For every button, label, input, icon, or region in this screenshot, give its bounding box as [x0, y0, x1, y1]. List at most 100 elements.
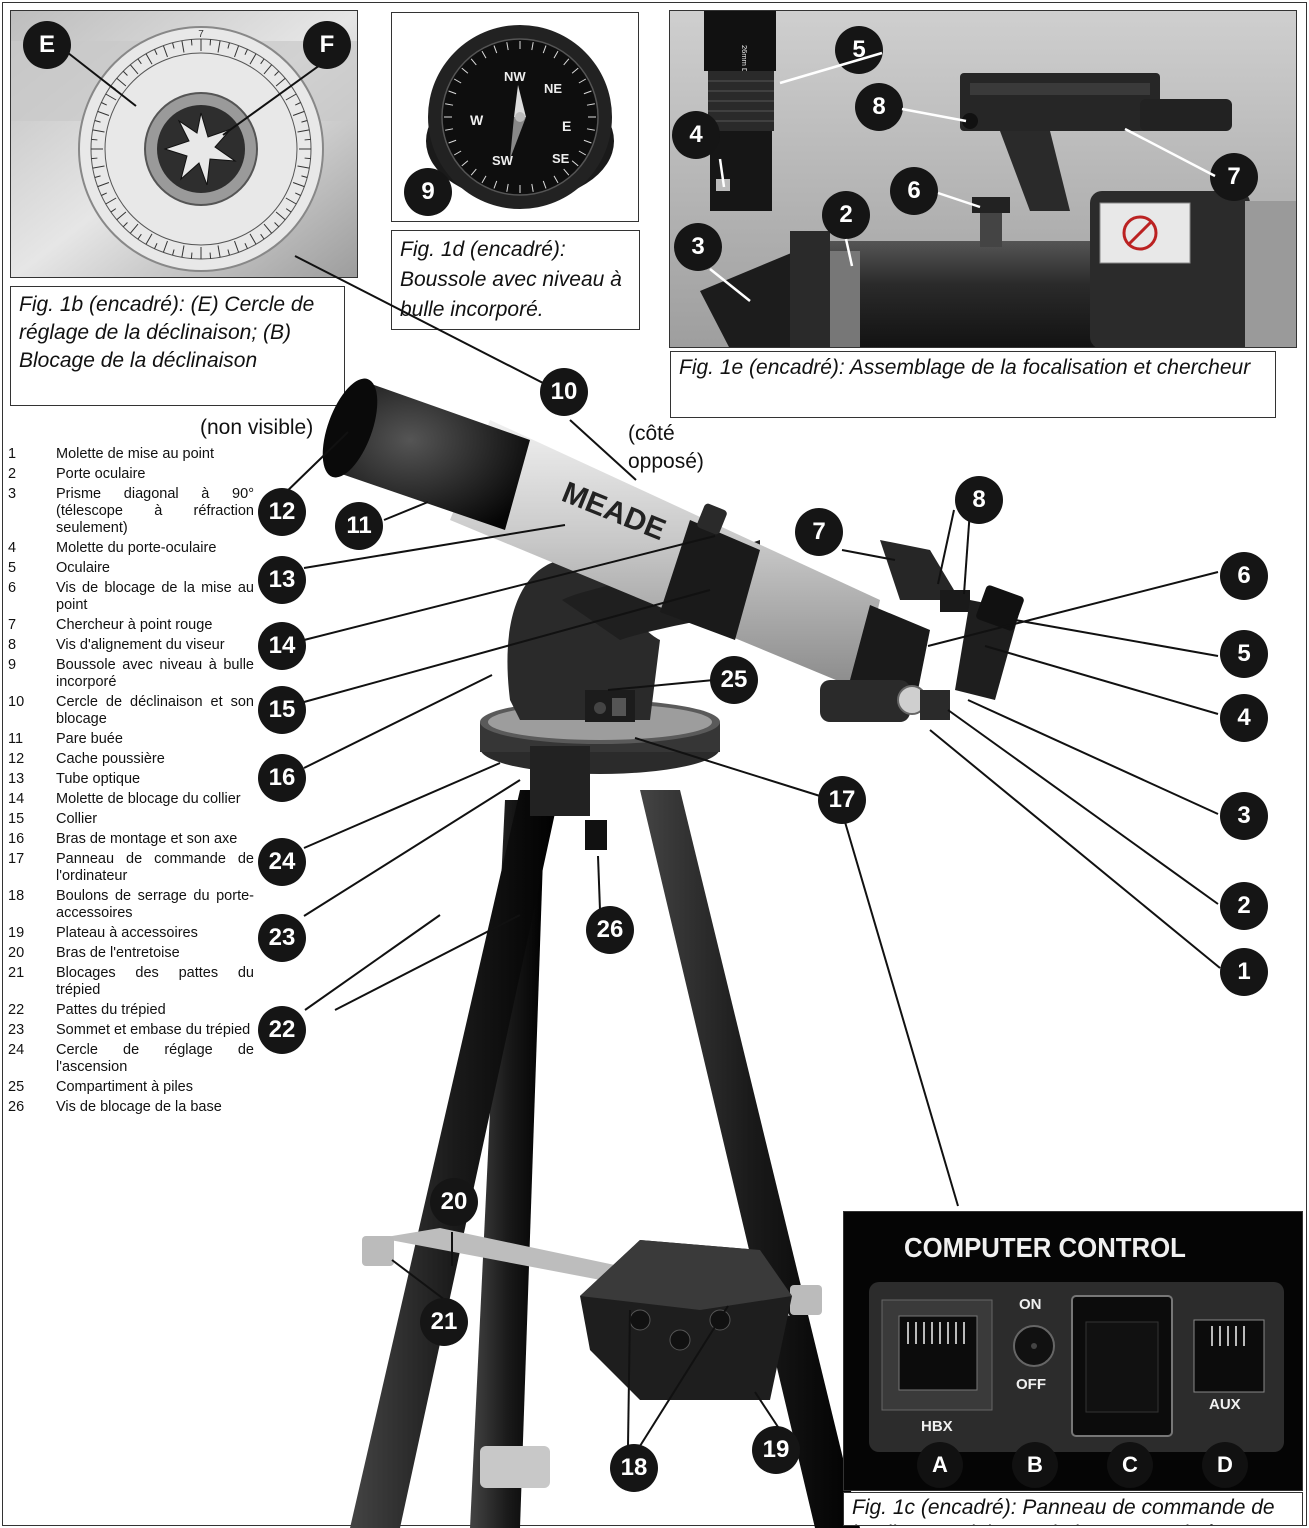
callout-7-inset: 7 [1210, 153, 1258, 201]
legend-text: Blocages des pattes du trépied [56, 965, 254, 998]
legend-number: 12 [8, 751, 25, 767]
callout-6: 6 [1220, 552, 1268, 600]
legend-number: 18 [8, 888, 25, 904]
legend-number: 17 [8, 851, 25, 867]
callout-1: 1 [1220, 948, 1268, 996]
legend-number: 24 [8, 1042, 25, 1058]
legend-text: Sommet et embase du trépied [56, 1022, 251, 1038]
legend-text: Panneau de commande de l'ordinateur [56, 851, 254, 884]
callout-11: 11 [335, 502, 383, 550]
callout-14: 14 [258, 622, 306, 670]
legend-number: 20 [8, 945, 25, 961]
legend-item: 26 Vis de blocage de la base [8, 1099, 254, 1116]
svg-text:NW: NW [504, 69, 526, 84]
legend-number: 23 [8, 1022, 25, 1038]
legend-number: 22 [8, 1002, 25, 1018]
legend-text: Cache poussière [56, 751, 165, 767]
switch-on-label: ON [1019, 1296, 1042, 1313]
legend-item: 22 Pattes du trépied [8, 1002, 254, 1019]
callout-5-inset: 5 [835, 26, 883, 74]
legend-number: 2 [8, 466, 17, 482]
callout-9: 9 [404, 168, 452, 216]
legend-text: Porte oculaire [56, 466, 146, 482]
legend-number: 13 [8, 771, 25, 787]
legend-number: 5 [8, 560, 17, 576]
legend-item: 5 Oculaire [8, 560, 254, 577]
panel-title: COMPUTER CONTROL [904, 1232, 1186, 1263]
panel-letter-a: A [917, 1442, 963, 1488]
fig1d-photo: NW NE W E SW SE 9 [391, 12, 639, 222]
svg-text:SW: SW [492, 153, 514, 168]
legend-text: Molette de blocage du collier [56, 791, 241, 807]
legend-text: Chercheur à point rouge [56, 617, 213, 633]
legend-item: 12 Cache poussière [8, 751, 254, 768]
legend-number: 11 [8, 731, 24, 747]
legend-text: Cercle de réglage de l'ascension [56, 1042, 254, 1075]
callout-3-inset: 3 [674, 223, 722, 271]
fig1b-caption: Fig. 1b (encadré): (E) Cercle de réglage… [10, 286, 345, 406]
callout-18: 18 [610, 1444, 658, 1492]
legend-number: 8 [8, 637, 17, 653]
legend-number: 14 [8, 791, 25, 807]
callout-17: 17 [818, 776, 866, 824]
callout-15: 15 [258, 686, 306, 734]
callout-5: 5 [1220, 630, 1268, 678]
legend-number: 26 [8, 1099, 25, 1115]
legend-text: Molette de mise au point [56, 446, 214, 462]
callout-24: 24 [258, 838, 306, 886]
legend-item: 2 Porte oculaire [8, 466, 254, 483]
legend-text: Boussole avec niveau à bulle incorporé [56, 657, 254, 690]
legend-text: Pattes du trépied [56, 1002, 166, 1018]
fig1b-label-f: F [303, 21, 351, 69]
legend-text: Bras de montage et son axe [56, 831, 238, 847]
callout-8-inset: 8 [855, 83, 903, 131]
legend-text: Boulons de serrage du porte-accessoires [56, 888, 254, 921]
callout-2: 2 [1220, 882, 1268, 930]
callout-26: 26 [586, 906, 634, 954]
legend-text: Compartiment à piles [56, 1079, 193, 1095]
port-aux-label: AUX [1209, 1396, 1241, 1413]
callout-13: 13 [258, 556, 306, 604]
callout-4: 4 [1220, 694, 1268, 742]
svg-text:NE: NE [544, 81, 562, 96]
callout-22: 22 [258, 1006, 306, 1054]
legend-number: 1 [8, 446, 17, 462]
legend-item: 9 Boussole avec niveau à bulle incorporé [8, 657, 254, 691]
note-opposite-side-1: (côté [628, 422, 675, 445]
legend-text: Vis de blocage de la base [56, 1099, 222, 1115]
legend-text: Pare buée [56, 731, 123, 747]
panel-letter-c: C [1107, 1442, 1153, 1488]
legend-item: 24 Cercle de réglage de l'ascension [8, 1042, 254, 1076]
legend-text: Tube optique [56, 771, 141, 787]
legend-item: 23 Sommet et embase du trépied [8, 1022, 254, 1039]
legend-number: 15 [8, 811, 25, 827]
fig1e-caption: Fig. 1e (encadré): Assemblage de la foca… [670, 351, 1276, 418]
legend-item: 17 Panneau de commande de l'ordinateur [8, 851, 254, 885]
fig1b-label-e: E [23, 21, 71, 69]
legend-number: 4 [8, 540, 17, 556]
legend-text: Prisme diagonal à 90° (télescope à réfra… [56, 486, 254, 536]
panel-letter-b: B [1012, 1442, 1058, 1488]
dial-mark: 7 [198, 29, 204, 40]
port-hbx-label: HBX [921, 1418, 953, 1435]
legend-number: 9 [8, 657, 17, 673]
legend-text: Oculaire [56, 560, 110, 576]
legend-item: 18 Boulons de serrage du porte-accessoire… [8, 888, 254, 922]
fig1b-photo: 7 E F [10, 10, 358, 278]
callout-25: 25 [710, 656, 758, 704]
note-not-visible: (non visible) [200, 416, 314, 439]
callout-3: 3 [1220, 792, 1268, 840]
legend-text: Collier [56, 811, 98, 827]
callout-21: 21 [420, 1298, 468, 1346]
legend-number: 19 [8, 925, 25, 941]
callout-2-inset: 2 [822, 191, 870, 239]
fig1d-caption: Fig. 1d (encadré): Boussole avec niveau … [391, 230, 640, 330]
